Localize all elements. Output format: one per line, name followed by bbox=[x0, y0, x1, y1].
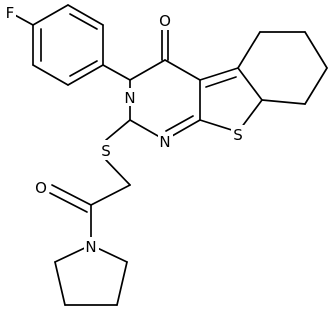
atom-label-n1: N bbox=[159, 133, 170, 151]
bond-c2-s bbox=[105, 119, 131, 141]
bond-phenyl-5 bbox=[32, 64, 69, 86]
bond-phenyl-1 bbox=[32, 4, 69, 26]
atoms: F O N N S S O N bbox=[3, 4, 245, 256]
bond-c-f bbox=[12, 13, 34, 26]
atom-label-n4: N bbox=[85, 238, 96, 256]
bond-c4a-c3a-inner bbox=[205, 76, 237, 88]
atom-nitrogen-n1: N bbox=[158, 132, 173, 151]
bond-co-o bbox=[51, 184, 92, 206]
atom-label-o1: O bbox=[159, 12, 171, 30]
atom-fluorine: F bbox=[3, 4, 16, 22]
bond-c8a-n1-inner bbox=[165, 115, 194, 132]
bond-s-ch2 bbox=[105, 159, 131, 186]
bond-phenyl-4 bbox=[67, 64, 104, 86]
atom-label-o2: O bbox=[35, 179, 47, 197]
bond-c3a-c4 bbox=[237, 31, 261, 69]
atom-sulfur-thiophene: S bbox=[231, 125, 245, 144]
atom-label-n3: N bbox=[124, 89, 135, 107]
atom-label-s2: S bbox=[233, 126, 243, 144]
bond-phenyl-n3 bbox=[102, 64, 131, 81]
bond-pyrrolidine-4 bbox=[116, 261, 128, 306]
atom-label-f: F bbox=[6, 4, 15, 22]
atom-oxygen-carbonyl: O bbox=[157, 10, 173, 30]
atom-nitrogen-pyrrolidine: N bbox=[84, 237, 99, 256]
atom-label-s1: S bbox=[101, 142, 111, 160]
bond-phenyl-4-inner bbox=[69, 60, 98, 77]
atom-oxygen-amide: O bbox=[33, 177, 49, 197]
bond-pyrrolidine-2 bbox=[54, 261, 66, 306]
bond-co-o-double bbox=[49, 192, 88, 213]
bond-n3-c4 bbox=[129, 59, 166, 81]
bond-c3a-c7a bbox=[237, 67, 263, 101]
bond-c5-c6 bbox=[304, 31, 328, 69]
bond-c7-c7a bbox=[261, 99, 306, 105]
bond-c4a-c3a bbox=[199, 67, 239, 81]
atom-nitrogen-n3: N bbox=[123, 88, 138, 107]
bond-phenyl-2-inner bbox=[69, 13, 98, 30]
bond-c6-c7 bbox=[304, 67, 328, 105]
bonds bbox=[12, 4, 328, 306]
atom-sulfur-thioether: S bbox=[99, 140, 113, 160]
bond-c4-c4a bbox=[164, 59, 201, 81]
bond-ch2-co bbox=[90, 184, 131, 206]
bond-phenyl-2 bbox=[67, 4, 104, 26]
